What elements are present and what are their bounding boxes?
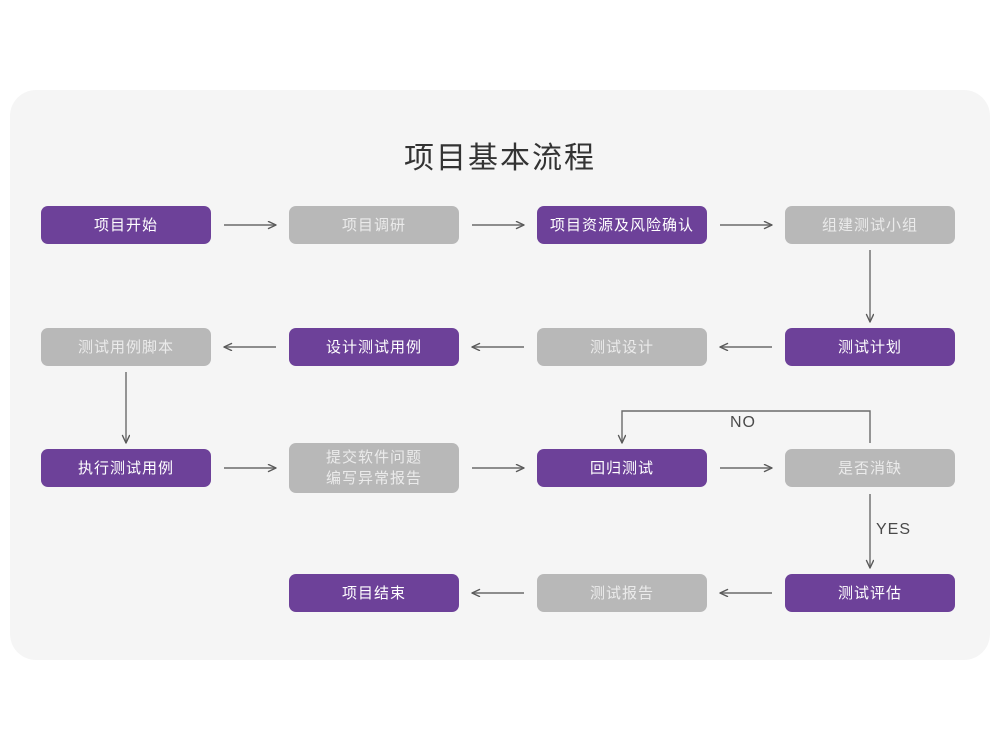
node-test-evaluation[interactable]: 测试评估 xyxy=(785,574,955,612)
node-resource-risk-confirm[interactable]: 项目资源及风险确认 xyxy=(537,206,707,244)
node-test-plan[interactable]: 测试计划 xyxy=(785,328,955,366)
node-project-end[interactable]: 项目结束 xyxy=(289,574,459,612)
node-form-test-team[interactable]: 组建测试小组 xyxy=(785,206,955,244)
flowchart-card xyxy=(10,90,990,660)
page-title: 项目基本流程 xyxy=(404,142,596,175)
node-regression-test[interactable]: 回归测试 xyxy=(537,449,707,487)
node-project-start[interactable]: 项目开始 xyxy=(41,206,211,244)
node-test-case-script[interactable]: 测试用例脚本 xyxy=(41,328,211,366)
edge-label-no: NO xyxy=(730,414,756,431)
node-test-design[interactable]: 测试设计 xyxy=(537,328,707,366)
node-defects-cleared-decision[interactable]: 是否消缺 xyxy=(785,449,955,487)
edge-label-yes: YES xyxy=(876,521,912,538)
node-design-test-cases[interactable]: 设计测试用例 xyxy=(289,328,459,366)
node-execute-test-cases[interactable]: 执行测试用例 xyxy=(41,449,211,487)
node-project-research[interactable]: 项目调研 xyxy=(289,206,459,244)
node-submit-defects-report[interactable]: 提交软件问题 编写异常报告 xyxy=(289,443,459,493)
node-test-report[interactable]: 测试报告 xyxy=(537,574,707,612)
